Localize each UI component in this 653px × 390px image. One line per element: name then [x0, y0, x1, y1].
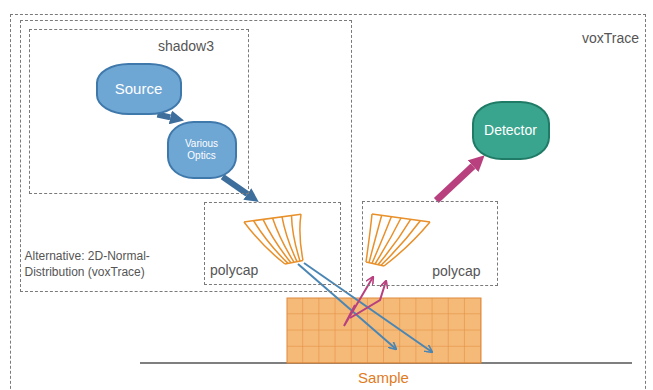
flow-arrow	[223, 177, 248, 194]
source-blob: Source	[96, 63, 182, 115]
region-label: polycap	[432, 262, 480, 280]
polycap-region: polycap	[362, 201, 498, 286]
flow-arrow	[436, 166, 473, 200]
sample-node: Sample	[287, 298, 481, 388]
region-label: polycap	[210, 261, 258, 279]
region-label: Sample	[287, 369, 481, 386]
region-label: voxTrace	[582, 29, 639, 47]
polycap-optic	[366, 214, 430, 266]
optics-blob: Various Optics	[167, 121, 237, 179]
region-label: shadow3	[158, 37, 214, 55]
polycap-optic	[244, 214, 303, 264]
flow-arrow	[157, 115, 170, 118]
node-label: Detector	[484, 122, 537, 138]
region-label: Alternative: 2D-Normal-Distribution (vox…	[25, 249, 153, 280]
node-label: Various Optics	[176, 138, 228, 161]
voxel-grid	[287, 298, 481, 363]
fluorescence-ray	[344, 277, 386, 326]
sample-block	[287, 298, 481, 363]
voxtrace-region: SourceVarious Optics shadow3 polycap Altern…	[10, 14, 646, 390]
shadow3-region: SourceVarious Optics shadow3	[29, 29, 249, 194]
polycap-region: polycap	[204, 202, 341, 285]
node-label: Source	[115, 80, 163, 97]
alternative-region: SourceVarious Optics shadow3 polycap Altern…	[20, 20, 352, 292]
incident-ray	[298, 263, 432, 352]
detector-blob: Detector	[472, 101, 550, 160]
